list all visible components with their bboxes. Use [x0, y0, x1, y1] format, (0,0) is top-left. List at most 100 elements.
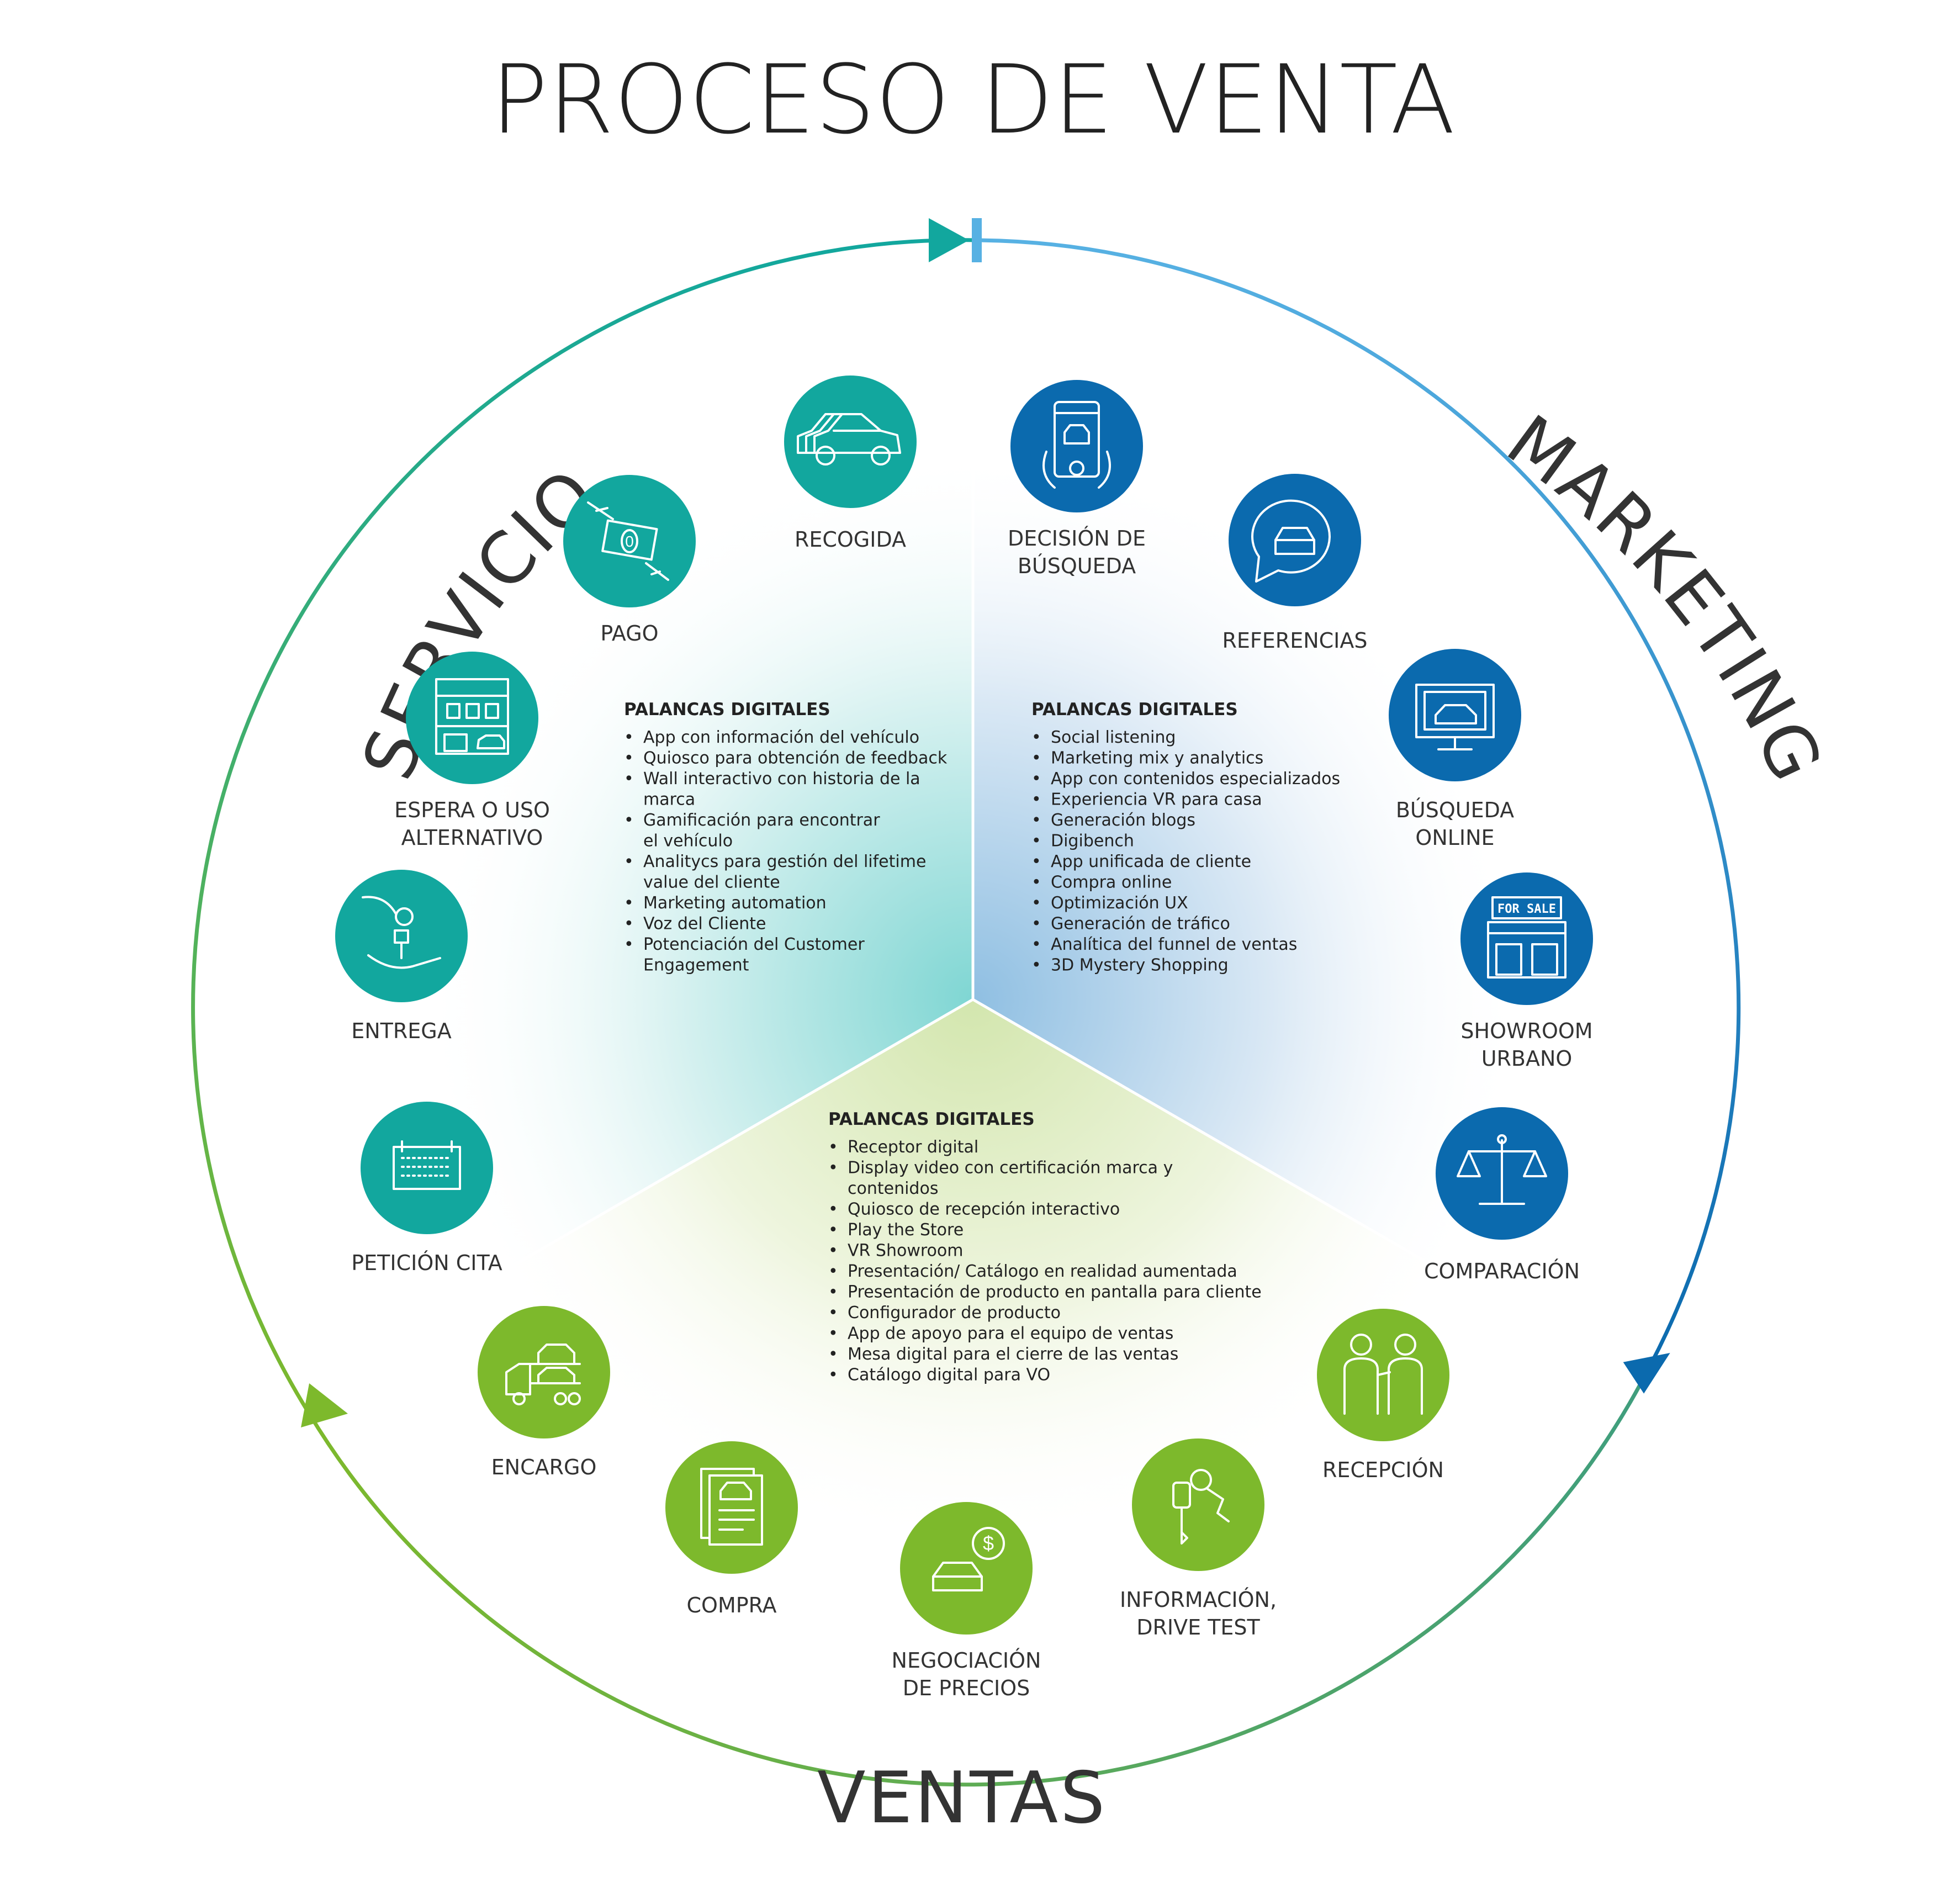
- marketing-lever-item: Generación blogs: [1051, 811, 1195, 830]
- servicios-lever-item: Engagement: [643, 956, 749, 975]
- marketing-lever-item: Social listening: [1051, 728, 1176, 747]
- stage-entrega: ENTREGA: [335, 870, 468, 1043]
- ventas-lever-item: Presentación de producto en pantalla par…: [848, 1283, 1262, 1302]
- ventas-arc-label: VENTAS: [817, 1757, 1107, 1839]
- marketing-lever-bullet: •: [1031, 790, 1041, 810]
- marketing-lever-item: Optimización UX: [1051, 893, 1188, 913]
- ventas-lever-bullet: •: [828, 1366, 838, 1385]
- servicios-lever-bullet: •: [624, 893, 634, 913]
- page-title: PROCESO DE VENTA: [491, 44, 1456, 155]
- ventas-levers: PALANCAS DIGITALES •Receptor digital•Dis…: [828, 1109, 1262, 1385]
- car-price-icon: $: [932, 1527, 1005, 1591]
- stage-peticion-cita-label: PETICIÓN CITA: [351, 1251, 502, 1275]
- cycle-ring-marketing: [977, 238, 1741, 1365]
- for-sale-sign-text: FOR SALE: [1497, 902, 1556, 916]
- marketing-lever-bullet: •: [1031, 769, 1041, 789]
- servicios-arrow-icon: [929, 218, 969, 262]
- stage-referencias-label: REFERENCIAS: [1222, 628, 1368, 653]
- stage-recepcion-circle: [1317, 1309, 1449, 1441]
- marketing-arc-label: MARKETING: [1492, 400, 1838, 795]
- handshake-people-icon: [1343, 1334, 1423, 1415]
- cash-hands-icon: 0: [587, 501, 669, 581]
- stage-negociacion: $ NEGOCIACIÓN DE PRECIOS: [892, 1502, 1041, 1700]
- servicios-lever-item: Voz del Cliente: [643, 914, 766, 934]
- servicios-levers-list: • App con información del vehículo • Quiosc…: [624, 728, 948, 975]
- stage-showroom-urbano: FOR SALE SHOWROOM URBANO: [1460, 872, 1593, 1071]
- servicios-lever-item: Gamificación para encontrar: [643, 811, 880, 830]
- ventas-levers-title: PALANCAS DIGITALES: [828, 1109, 1035, 1129]
- ventas-levers-list: •Receptor digital•Display video con cert…: [828, 1138, 1262, 1385]
- stage-comparacion-label: COMPARACIÓN: [1424, 1259, 1580, 1283]
- smartphone-car-icon: [1042, 401, 1111, 489]
- svg-text:$: $: [983, 1532, 994, 1554]
- stage-referencias: REFERENCIAS: [1222, 474, 1368, 653]
- servicios-lever-bullet: •: [624, 852, 634, 871]
- servicios-lever-bullet: •: [624, 749, 634, 768]
- stage-comparacion: COMPARACIÓN: [1424, 1107, 1580, 1283]
- stage-showroom-urbano-label-1: SHOWROOM: [1460, 1019, 1592, 1043]
- ventas-lever-item: Quiosco de recepción interactivo: [848, 1200, 1120, 1219]
- stage-negociacion-label-2: DE PRECIOS: [903, 1676, 1030, 1700]
- servicios-lever-item: App con información del vehículo: [643, 728, 919, 747]
- marketing-lever-bullet: •: [1031, 873, 1041, 892]
- stage-busqueda-online-label-1: BÚSQUEDA: [1396, 798, 1514, 822]
- servicios-lever-bullet: •: [624, 935, 634, 954]
- servicios-levers-title: PALANCAS DIGITALES: [624, 700, 830, 720]
- servicios-lever-item: Quiosco para obtención de feedback: [643, 749, 948, 768]
- stage-decision-busqueda-circle: [1010, 380, 1143, 512]
- servicios-lever-bullet: •: [624, 914, 634, 934]
- stage-pago-label: PAGO: [600, 621, 658, 646]
- marketing-arc-text: MARKETING: [1492, 400, 1836, 795]
- ventas-lever-item: Configurador de producto: [848, 1303, 1061, 1323]
- servicios-sector: [361, 387, 973, 1306]
- svg-text:0: 0: [625, 533, 634, 550]
- ventas-lever-bullet: •: [828, 1345, 838, 1364]
- contract-document-icon: [700, 1468, 763, 1546]
- marketing-lever-bullet: •: [1031, 956, 1041, 975]
- monitor-car-icon: [1415, 684, 1495, 750]
- stage-informacion-circle: [1132, 1438, 1264, 1571]
- marketing-lever-bullet: •: [1031, 749, 1041, 768]
- ventas-arrow-icon: [301, 1383, 348, 1427]
- marketing-levers: PALANCAS DIGITALES •Social listening•Mar…: [1031, 700, 1340, 975]
- balance-scale-icon: [1457, 1134, 1547, 1205]
- stage-encargo: ENCARGO: [478, 1306, 610, 1479]
- stage-espera: ESPERA O USO ALTERNATIVO: [394, 652, 550, 850]
- servicios-lever-item: Marketing automation: [643, 893, 827, 913]
- ventas-lever-item: VR Showroom: [848, 1241, 963, 1261]
- stage-busqueda-online-circle: [1389, 649, 1521, 781]
- stage-compra: COMPRA: [665, 1441, 798, 1617]
- marketing-lever-item: Analítica del funnel de ventas: [1051, 935, 1297, 954]
- stage-busqueda-online-label-2: ONLINE: [1415, 826, 1494, 850]
- marketing-lever-bullet: •: [1031, 893, 1041, 913]
- marketing-lever-bullet: •: [1031, 832, 1041, 851]
- stage-entrega-label: ENTREGA: [351, 1019, 452, 1043]
- marketing-lever-item: 3D Mystery Shopping: [1051, 956, 1229, 975]
- servicios-lever-item: Potenciación del Customer: [643, 935, 865, 954]
- marketing-lever-item: Marketing mix y analytics: [1051, 749, 1263, 768]
- marketing-lever-bullet: •: [1031, 852, 1041, 871]
- cycle-ring-servicios: [191, 238, 978, 1415]
- servicios-lever-item: value del cliente: [643, 873, 780, 892]
- ventas-lever-bullet: •: [828, 1303, 838, 1323]
- car-keys-icon: [1172, 1469, 1230, 1545]
- servicios-lever-item: marca: [643, 790, 695, 810]
- marketing-lever-item: Digibench: [1051, 832, 1134, 851]
- calendar-icon: [393, 1140, 461, 1190]
- ventas-lever-item: Play the Store: [848, 1220, 964, 1240]
- ventas-lever-bullet: •: [828, 1262, 838, 1281]
- ventas-lever-item: Presentación/ Catálogo en realidad aumen…: [848, 1262, 1237, 1281]
- servicios-lever-item: Wall interactivo con historia de la: [643, 769, 920, 789]
- ventas-lever-bullet: •: [828, 1283, 838, 1302]
- marketing-arrow-icon: [1623, 1353, 1670, 1394]
- stage-entrega-circle: [335, 870, 468, 1002]
- ventas-lever-bullet: •: [828, 1241, 838, 1261]
- servicios-lever-bullet: •: [624, 811, 634, 830]
- marketing-lever-bullet: •: [1031, 811, 1041, 830]
- stage-recepcion: RECEPCIÓN: [1317, 1309, 1449, 1482]
- stage-encargo-circle: [478, 1306, 610, 1438]
- marketing-lever-bullet: •: [1031, 935, 1041, 954]
- ventas-lever-item: contenidos: [848, 1179, 938, 1198]
- stage-showroom-urbano-label-2: URBANO: [1481, 1046, 1573, 1071]
